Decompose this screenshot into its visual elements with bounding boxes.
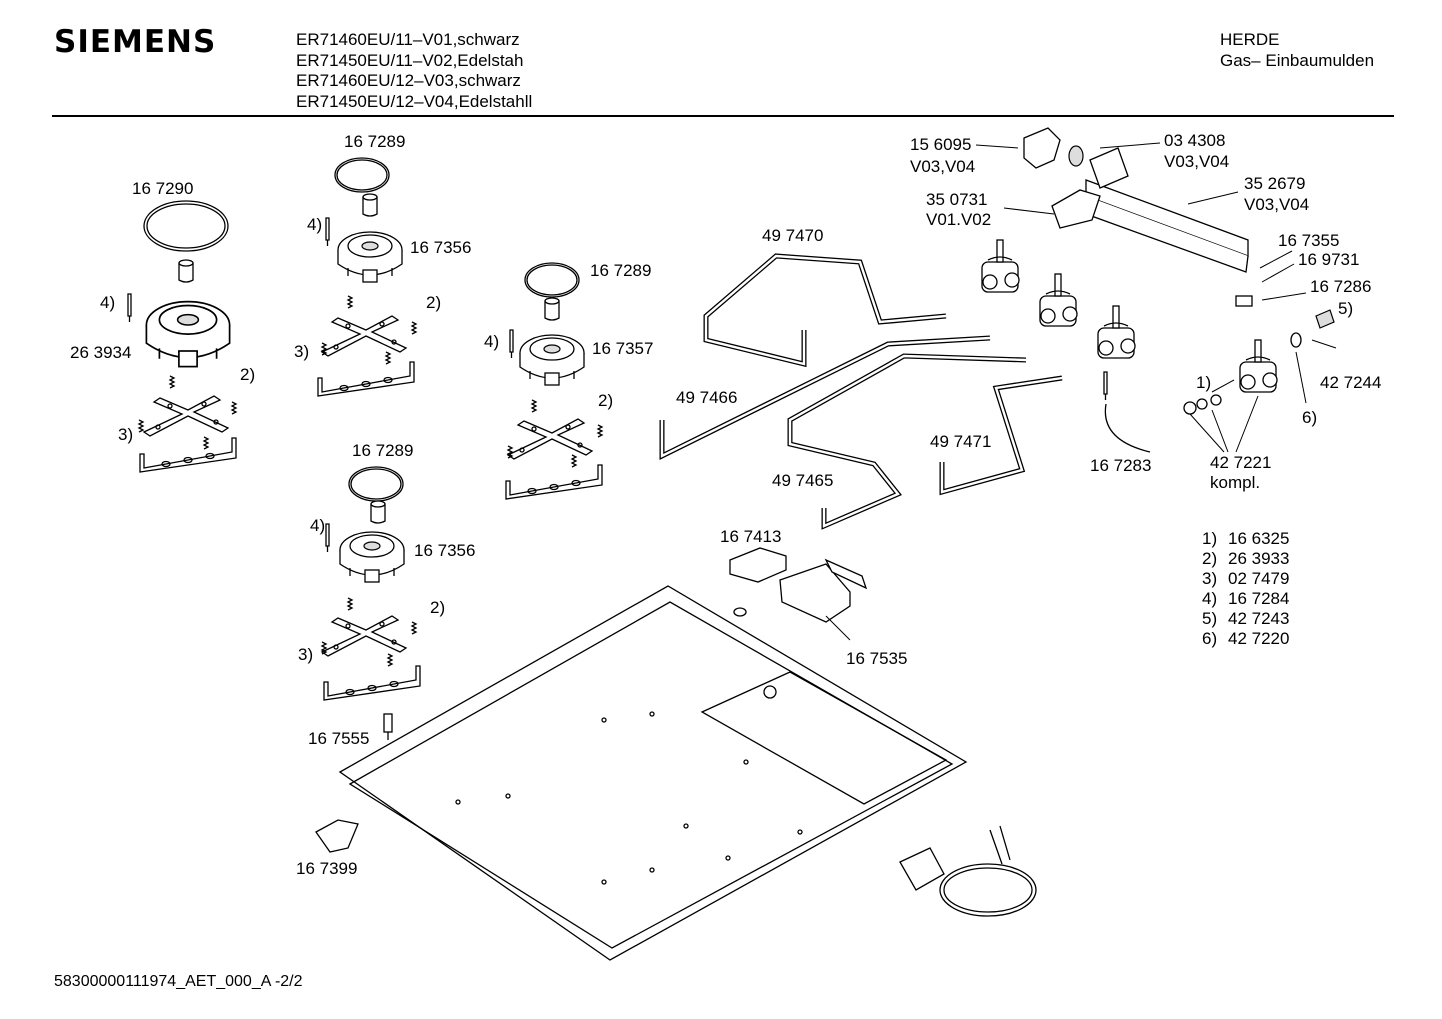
- ref-marker: 4): [100, 293, 115, 312]
- part-variant: V03,V04: [1244, 195, 1309, 214]
- ref-marker: 6): [1302, 408, 1317, 427]
- ref-marker: 5): [1338, 299, 1353, 318]
- part-label: 16 7535: [846, 649, 907, 668]
- model-line: ER71460EU/12–V03,schwarz: [296, 71, 521, 90]
- part-label: 16 7283: [1090, 456, 1151, 475]
- burner-assembly-medium-2: [505, 262, 603, 500]
- burner-assembly-medium-1: [317, 157, 417, 397]
- part-label: 16 7289: [352, 441, 413, 460]
- part-label: 49 7471: [930, 432, 991, 451]
- gas-valves: [981, 239, 1335, 453]
- part-label: 26 3934: [70, 343, 131, 362]
- part-label: 16 7289: [344, 132, 405, 151]
- ref-marker: 2): [430, 598, 445, 617]
- connector-pin: [383, 713, 393, 740]
- legend-key: 6): [1202, 629, 1217, 648]
- ref-marker: 3): [298, 645, 313, 664]
- leader-lines: [825, 142, 1337, 641]
- parts-legend: 1) 16 6325 2) 26 3933 3) 02 7479 4) 16 7…: [1202, 529, 1289, 648]
- legend-part: 16 7284: [1228, 589, 1289, 608]
- ref-marker: 2): [240, 365, 255, 384]
- brand-logo: SIEMENS: [54, 24, 217, 60]
- category-line: HERDE: [1220, 30, 1280, 49]
- legend-key: 3): [1202, 569, 1217, 588]
- legend-key: 5): [1202, 609, 1217, 628]
- part-label: 42 7221: [1210, 453, 1271, 472]
- part-label: 16 7356: [414, 541, 475, 560]
- ref-marker: 1): [1196, 373, 1211, 392]
- model-line: ER71450EU/12–V04,Edelstahll: [296, 91, 533, 111]
- legend-part: 16 6325: [1228, 529, 1289, 548]
- ref-marker: 3): [294, 342, 309, 361]
- part-label: 15 6095: [910, 135, 971, 154]
- ref-marker: 2): [598, 391, 613, 410]
- part-label: 49 7470: [762, 226, 823, 245]
- part-label: 16 7399: [296, 859, 357, 878]
- ref-marker: 4): [310, 516, 325, 535]
- model-line: ER71450EU/11–V02,Edelstah: [296, 50, 524, 70]
- burner-assembly-large: [127, 200, 237, 473]
- thermocouple-parts: [1183, 394, 1222, 415]
- header-divider: [52, 115, 1394, 117]
- ref-marker: 2): [426, 293, 441, 312]
- ref-marker: 4): [307, 215, 322, 234]
- part-label: 16 9731: [1298, 250, 1359, 269]
- part-variant: V03,V04: [1164, 152, 1229, 171]
- model-line: ER71460EU/11–V01,schwarz: [296, 30, 520, 49]
- part-label: 03 4308: [1164, 131, 1225, 150]
- part-variant: kompl.: [1210, 473, 1260, 492]
- gas-pipes: [659, 253, 1063, 530]
- part-label: 35 0731: [926, 190, 987, 209]
- document-id: 58300000111974_AET_000_A -2/2: [54, 973, 303, 990]
- ref-marker: 3): [118, 425, 133, 444]
- part-label: 16 7555: [308, 729, 369, 748]
- legend-part: 02 7479: [1228, 569, 1289, 588]
- legend-part: 42 7243: [1228, 609, 1289, 628]
- power-cord: [899, 825, 1037, 917]
- burner-assembly-medium-3: [321, 466, 421, 701]
- part-variant: V01.V02: [926, 210, 991, 229]
- part-variant: V03,V04: [910, 157, 975, 176]
- legend-part: 42 7220: [1228, 629, 1289, 648]
- part-label: 16 7355: [1278, 231, 1339, 250]
- part-label: 16 7290: [132, 179, 193, 198]
- product-category: HERDE Gas– Einbaumulden: [1220, 30, 1374, 71]
- ignition-module: [729, 547, 868, 623]
- gas-manifold: [1023, 127, 1249, 273]
- part-label: 35 2679: [1244, 174, 1305, 193]
- part-label: 49 7465: [772, 471, 833, 490]
- legend-key: 2): [1202, 549, 1217, 568]
- ref-marker: 4): [484, 332, 499, 351]
- part-label: 42 7244: [1320, 373, 1381, 392]
- legend-key: 4): [1202, 589, 1217, 608]
- part-label: 16 7356: [410, 238, 471, 257]
- legend-part: 26 3933: [1228, 549, 1289, 568]
- clip-part: [315, 819, 359, 853]
- model-list: ER71460EU/11–V01,schwarz ER71450EU/11–V0…: [296, 30, 532, 112]
- part-label: 16 7357: [592, 339, 653, 358]
- part-labels: 16 7290 26 3934 4) 2) 3) 16 7289 16 7356…: [70, 131, 1381, 878]
- category-subline: Gas– Einbaumulden: [1220, 50, 1375, 70]
- part-label: 16 7413: [720, 527, 781, 546]
- hob-base-tray: [338, 585, 968, 961]
- part-label: 16 7286: [1310, 277, 1371, 296]
- part-label: 49 7466: [676, 388, 737, 407]
- part-label: 16 7289: [590, 261, 651, 280]
- legend-key: 1): [1202, 529, 1217, 548]
